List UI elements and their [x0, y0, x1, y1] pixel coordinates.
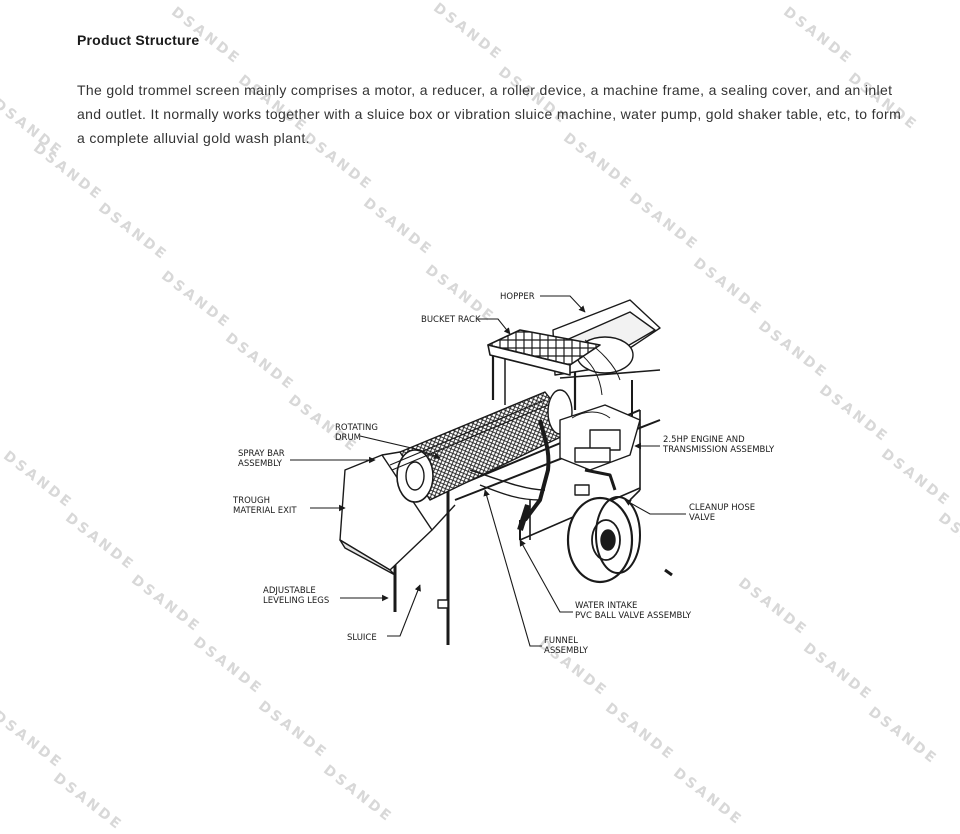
- trommel-structure-diagram: HOPPER BUCKET RACK ROTATING DRUM SPRAY B…: [232, 292, 775, 656]
- label-water-intake-line2: PVC BALL VALVE ASSEMBLY: [575, 611, 692, 621]
- watermark: DSANDE: [816, 382, 892, 446]
- description-paragraph: The gold trommel screen mainly comprises…: [77, 82, 902, 146]
- watermark: DSANDE: [0, 708, 66, 772]
- funnel-pipe: [523, 419, 551, 522]
- label-cleanup-line2: VALVE: [689, 513, 715, 523]
- watermark: DSANDE: [430, 0, 506, 64]
- label-trough-line1: TROUGH: [232, 496, 270, 506]
- watermark: DSANDE: [780, 4, 856, 68]
- label-funnel-line2: ASSEMBLY: [544, 646, 589, 656]
- watermark: DSANDE: [878, 446, 954, 510]
- sluice-trough: [339, 454, 433, 571]
- watermark: DSANDE: [602, 700, 678, 764]
- label-cleanup-line1: CLEANUP HOSE: [689, 503, 755, 513]
- label-engine-line2: TRANSMISSION ASSEMBLY: [662, 445, 775, 455]
- leader-lines: [290, 295, 686, 647]
- watermark: DSANDE: [360, 195, 436, 259]
- watermark: DSANDE: [670, 765, 746, 829]
- watermark: DSANDE: [255, 698, 331, 762]
- section-heading: Product Structure: [77, 32, 200, 48]
- watermark: DSANDE: [865, 704, 941, 768]
- watermark: DSANDE: [62, 510, 138, 574]
- label-bucket-rack: BUCKET RACK: [421, 315, 481, 325]
- label-sluice: SLUICE: [347, 633, 377, 643]
- label-rotating-drum-line2: DRUM: [335, 433, 361, 443]
- watermark: DSANDE: [0, 96, 66, 160]
- watermark: DSANDE: [935, 510, 960, 574]
- label-spray-bar-line2: ASSEMBLY: [238, 459, 283, 469]
- machine-illustration: [339, 299, 673, 645]
- label-hopper: HOPPER: [500, 292, 535, 302]
- watermark: DSANDE: [320, 762, 396, 826]
- watermark: DSANDE: [0, 448, 76, 512]
- label-rotating-drum-line1: ROTATING: [335, 423, 378, 433]
- watermark: DSANDE: [95, 200, 171, 264]
- watermark: DSANDE: [626, 190, 702, 254]
- label-legs-line2: LEVELING LEGS: [263, 596, 329, 606]
- watermark: DSANDE: [50, 770, 126, 834]
- label-engine-line1: 2.5HP ENGINE AND: [663, 435, 745, 445]
- label-spray-bar-line1: SPRAY BAR: [238, 449, 285, 459]
- label-legs-line1: ADJUSTABLE: [263, 586, 316, 596]
- watermark: DSANDE: [128, 572, 204, 636]
- diagram-labels: HOPPER BUCKET RACK ROTATING DRUM SPRAY B…: [232, 292, 775, 656]
- label-water-intake-line1: WATER INTAKE: [575, 601, 637, 611]
- label-funnel-line1: FUNNEL: [544, 636, 578, 646]
- label-trough-line2: MATERIAL EXIT: [233, 506, 297, 516]
